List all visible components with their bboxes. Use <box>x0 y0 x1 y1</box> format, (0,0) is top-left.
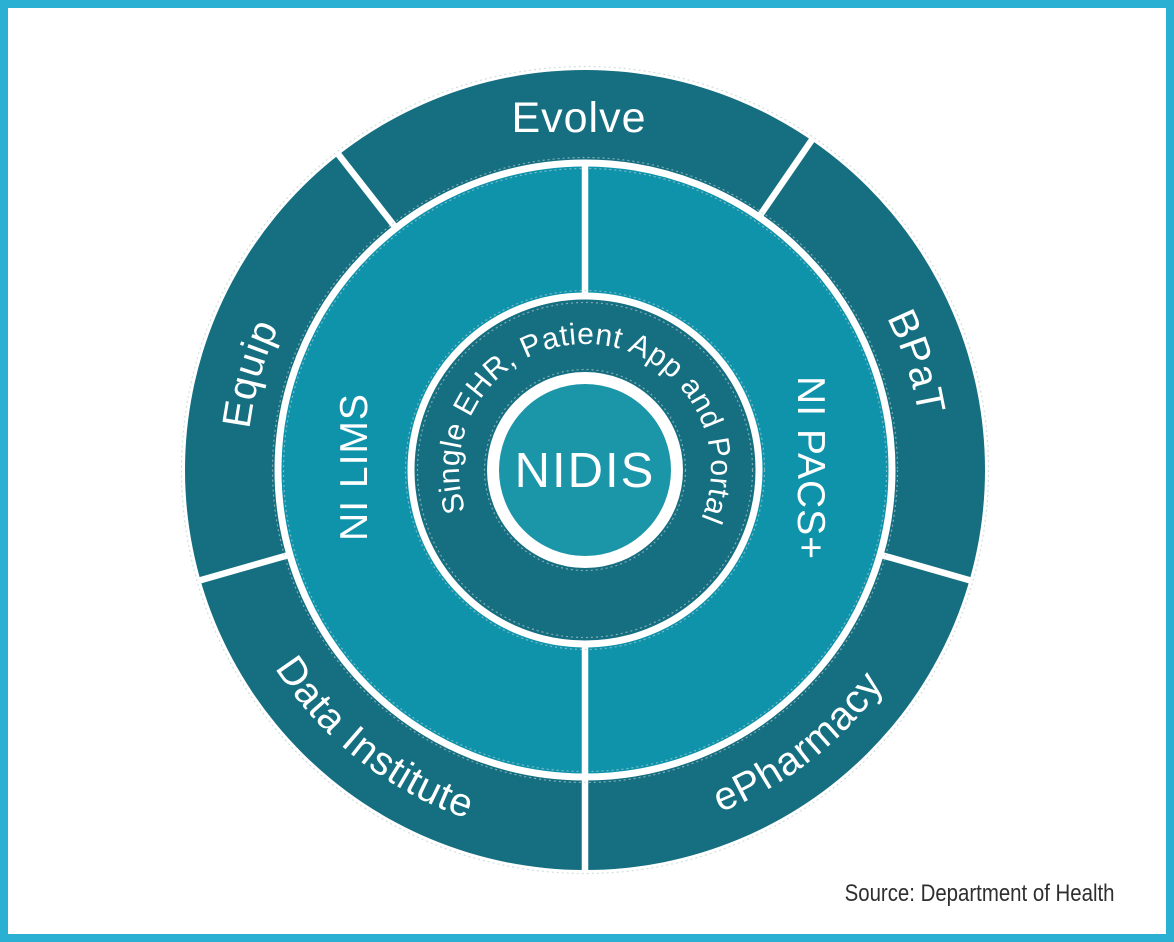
inner-inner-shadow-ring <box>416 301 754 639</box>
segment-divider-upper-right <box>752 136 816 225</box>
center-label: NIDIS <box>515 444 656 498</box>
center-shadow-ring <box>483 368 687 572</box>
center-circle <box>487 372 683 568</box>
outer-shadow-ring <box>180 65 990 875</box>
segment-divider-right <box>872 549 973 584</box>
segment-divider-left <box>197 549 298 584</box>
middle-outer-shadow-ring <box>271 156 899 784</box>
middle-ring-label-ni-lims: NI LIMS <box>333 393 376 541</box>
outer-ring-dividers <box>197 136 973 872</box>
source-caption: Source: Department of Health <box>844 880 1114 907</box>
segment-divider-upper-left <box>334 151 403 236</box>
outer-segment-label-evolve: Evolve <box>511 94 646 142</box>
middle-ring-label-ni-pacs: NI PACS+ <box>789 376 832 560</box>
inner-outer-shadow-ring <box>404 289 766 651</box>
